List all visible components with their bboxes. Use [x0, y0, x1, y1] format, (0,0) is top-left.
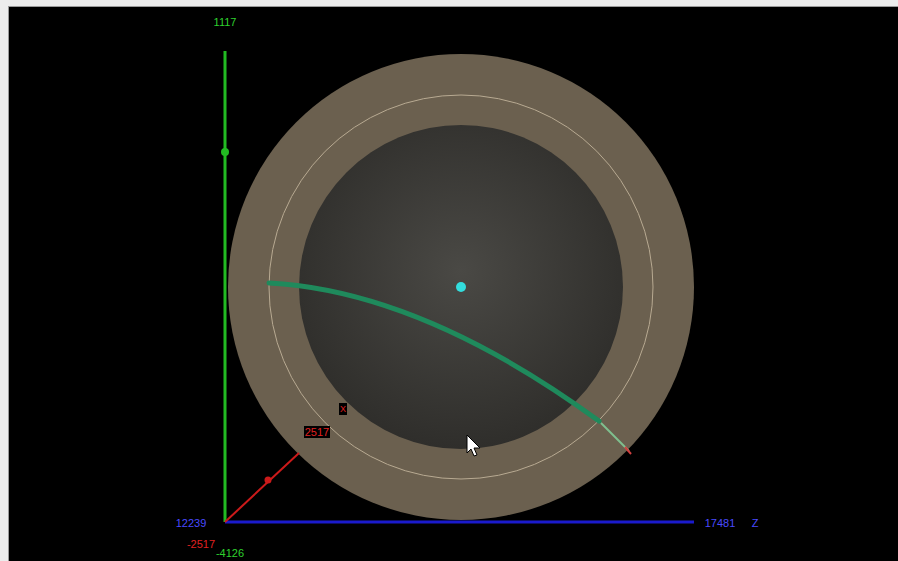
mouse-cursor [467, 435, 480, 456]
axis-label: 1117 [213, 16, 238, 28]
axis-label: 12239 [175, 517, 208, 529]
viewer-panel: 1117X 2517 12239 17481 Z -2517-4126 [8, 6, 898, 561]
z-axis [225, 521, 694, 524]
ring-line [269, 95, 653, 479]
scene-illustration [9, 7, 898, 561]
axis-label: 2517 [304, 426, 330, 438]
y-axis [224, 51, 227, 522]
inner-disc [299, 125, 623, 449]
outer-disc [228, 54, 694, 520]
arc-tick [625, 447, 631, 454]
x-axis [225, 453, 299, 522]
green-arc [269, 283, 599, 421]
axis-label: Z [751, 517, 760, 529]
center-dot [456, 282, 466, 292]
axis-label: -4126 [215, 547, 245, 559]
axis-label: -2517 [186, 538, 216, 550]
axis-dot [265, 477, 272, 484]
arc-tick [601, 423, 629, 451]
axis-label: X [339, 403, 347, 415]
axis-label: 17481 [704, 517, 737, 529]
axis-dot [221, 148, 229, 156]
